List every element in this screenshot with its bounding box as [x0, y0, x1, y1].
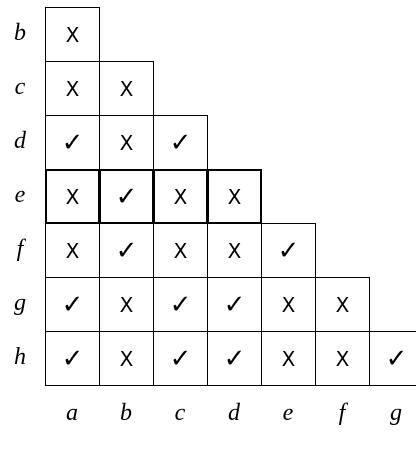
row-label-d: d — [14, 128, 26, 154]
cross-mark: X — [65, 238, 80, 263]
cross-mark: X — [227, 184, 242, 209]
cell-g-b: X — [99, 277, 154, 332]
cell-d-b: X — [99, 115, 154, 170]
cross-mark: X — [119, 76, 134, 101]
cell-f-d: X — [207, 223, 262, 278]
cell-f-a: X — [45, 223, 100, 278]
cross-mark: X — [335, 346, 350, 371]
row-label-g: g — [14, 290, 26, 316]
cell-g-f: X — [315, 277, 370, 332]
check-mark: ✓ — [277, 235, 300, 266]
cross-mark: X — [119, 346, 134, 371]
check-mark: ✓ — [61, 127, 84, 158]
cell-h-d: ✓ — [207, 331, 262, 386]
cell-e-b: ✓ — [99, 169, 154, 224]
cell-h-c: ✓ — [153, 331, 208, 386]
row-label-b: b — [14, 20, 26, 46]
cell-h-b: X — [99, 331, 154, 386]
check-mark: ✓ — [223, 343, 246, 374]
cell-e-d: X — [207, 169, 262, 224]
check-mark: ✓ — [169, 343, 192, 374]
row-label-f: f — [16, 236, 24, 262]
cross-mark: X — [119, 130, 134, 155]
check-mark: ✓ — [115, 235, 138, 266]
cell-g-e: X — [261, 277, 316, 332]
cell-g-a: ✓ — [45, 277, 100, 332]
cross-mark: X — [119, 292, 134, 317]
check-mark: ✓ — [223, 289, 246, 320]
row-label-c: c — [14, 74, 26, 100]
col-label-a: a — [66, 400, 78, 426]
cell-h-f: X — [315, 331, 370, 386]
cross-mark: X — [65, 22, 80, 47]
check-mark: ✓ — [385, 343, 408, 374]
col-label-d: d — [228, 400, 240, 426]
cell-h-g: ✓ — [369, 331, 416, 386]
check-mark: ✓ — [169, 127, 192, 158]
cell-f-e: ✓ — [261, 223, 316, 278]
cell-f-b: ✓ — [99, 223, 154, 278]
cell-d-a: ✓ — [45, 115, 100, 170]
check-mark: ✓ — [115, 181, 138, 212]
cross-mark: X — [173, 184, 188, 209]
row-label-e: e — [14, 182, 26, 208]
cell-g-c: ✓ — [153, 277, 208, 332]
cross-mark: X — [281, 292, 296, 317]
cell-h-e: X — [261, 331, 316, 386]
check-mark: ✓ — [169, 289, 192, 320]
cell-f-c: X — [153, 223, 208, 278]
cross-mark: X — [227, 238, 242, 263]
cell-b-a: X — [45, 7, 100, 62]
col-label-g: g — [390, 400, 402, 426]
col-label-f: f — [338, 400, 346, 426]
cell-c-b: X — [99, 61, 154, 116]
col-label-b: b — [120, 400, 132, 426]
cell-c-a: X — [45, 61, 100, 116]
col-label-e: e — [282, 400, 294, 426]
cross-mark: X — [281, 346, 296, 371]
cell-e-c: X — [153, 169, 208, 224]
cell-e-a: X — [45, 169, 100, 224]
col-label-c: c — [174, 400, 186, 426]
check-mark: ✓ — [61, 343, 84, 374]
cross-mark: X — [173, 238, 188, 263]
row-label-h: h — [14, 344, 26, 370]
cross-mark: X — [335, 292, 350, 317]
cross-mark: X — [65, 76, 80, 101]
cell-g-d: ✓ — [207, 277, 262, 332]
check-mark: ✓ — [61, 289, 84, 320]
cross-mark: X — [65, 184, 80, 209]
cell-h-a: ✓ — [45, 331, 100, 386]
cell-d-c: ✓ — [153, 115, 208, 170]
